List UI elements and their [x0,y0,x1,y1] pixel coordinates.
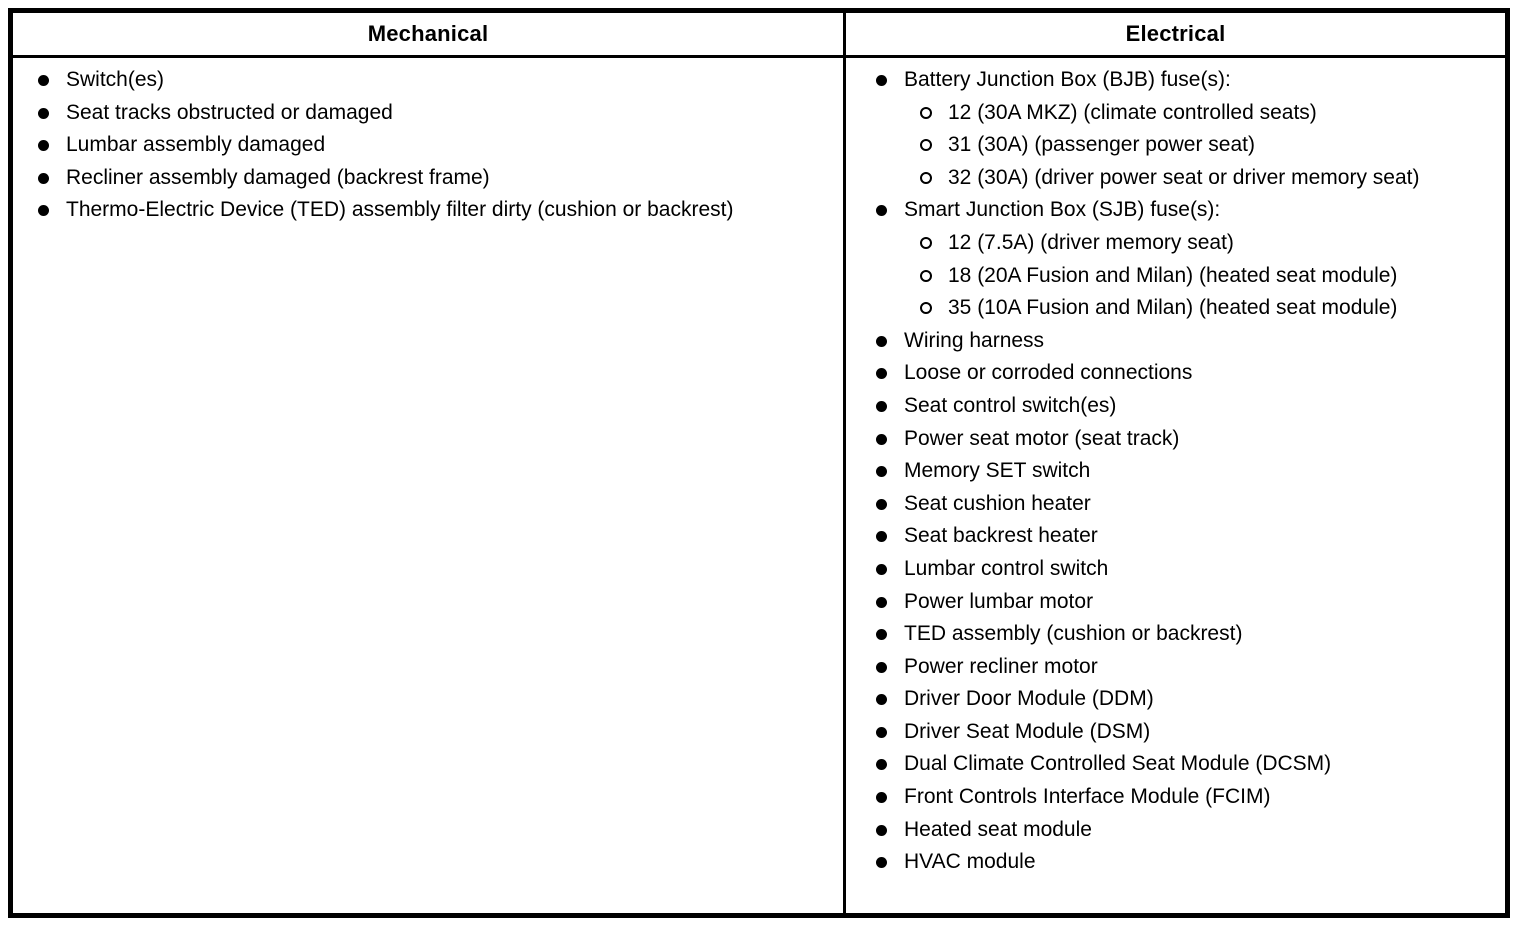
sub-list-item: 18 (20A Fusion and Milan) (heated seat m… [876,260,1489,293]
list-item: Memory SET switch [876,455,1489,488]
column-header-mechanical: Mechanical [13,13,843,58]
diagnostic-causes-table: Mechanical Electrical Switch(es) Seat tra… [8,8,1510,918]
circle-bullet-icon [920,260,948,282]
list-item-text: Front Controls Interface Module (FCIM) [904,785,1271,809]
list-item: Battery Junction Box (BJB) fuse(s): [876,64,1489,97]
list-item-text: Memory SET switch [904,459,1091,483]
list-item-text: Lumbar assembly damaged [66,133,326,157]
list-item: Smart Junction Box (SJB) fuse(s): [876,194,1489,227]
list-item: Thermo-Electric Device (TED) assembly fi… [38,194,788,227]
disc-bullet-icon [38,129,66,152]
disc-bullet-icon [876,194,904,217]
list-item-text: Switch(es) [66,68,165,91]
disc-bullet-icon [876,586,904,608]
disc-bullet-icon [876,64,904,86]
disc-bullet-icon [876,357,904,380]
list-item-text: Seat control switch(es) [904,393,1117,417]
list-item-text: Thermo-Electric Device (TED) assembly fi… [66,198,734,222]
circle-bullet-icon [920,162,948,184]
list-item-text: Smart Junction Box (SJB) fuse(s): [904,198,1221,222]
list-item: Seat tracks obstructed or damaged [38,97,788,130]
list-item-text: Power seat motor (seat track) [904,426,1180,450]
disc-bullet-icon [876,651,904,673]
disc-bullet-icon [876,390,904,412]
disc-bullet-icon [876,455,904,478]
list-item: Loose or corroded connections [876,357,1489,390]
disc-bullet-icon [38,64,66,86]
list-item-text: Dual Climate Controlled Seat Module (DCS… [904,752,1332,776]
list-item: Lumbar control switch [876,553,1489,586]
disc-bullet-icon [38,162,66,184]
disc-bullet-icon [876,618,904,641]
list-item: Switch(es) [38,64,788,97]
disc-bullet-icon [38,194,66,217]
circle-bullet-icon [920,97,948,119]
sub-list-item: 31 (30A) (passenger power seat) [876,129,1489,162]
list-item-text: Driver Door Module (DDM) [904,687,1154,711]
list-item-text: Driver Seat Module (DSM) [904,719,1151,743]
circle-bullet-icon [920,129,948,152]
list-item: TED assembly (cushion or backrest) [876,618,1489,651]
list-item: Power lumbar motor [876,586,1489,619]
list-item: Seat backrest heater [876,520,1489,553]
sub-list-item: 35 (10A Fusion and Milan) (heated seat m… [876,292,1489,325]
list-item-text: HVAC module [904,850,1036,874]
sub-list-item: 32 (30A) (driver power seat or driver me… [876,162,1489,195]
disc-bullet-icon [876,423,904,445]
list-item: Front Controls Interface Module (FCIM) [876,781,1489,814]
list-item: Power seat motor (seat track) [876,423,1489,456]
list-item: Power recliner motor [876,651,1489,684]
list-item: Lumbar assembly damaged [38,129,788,162]
sub-list-item: 12 (7.5A) (driver memory seat) [876,227,1489,260]
column-header-electrical: Electrical [843,13,1505,58]
disc-bullet-icon [876,683,904,706]
list-item-text: Seat backrest heater [904,524,1098,548]
disc-bullet-icon [876,846,904,869]
list-item-text: 12 (7.5A) (driver memory seat) [948,230,1234,254]
list-item-text: TED assembly (cushion or backrest) [904,622,1243,646]
disc-bullet-icon [876,781,904,804]
disc-bullet-icon [876,488,904,510]
list-item-text: Power recliner motor [904,654,1098,678]
list-item: HVAC module [876,846,1489,879]
disc-bullet-icon [876,520,904,543]
list-item: Recliner assembly damaged (backrest fram… [38,162,788,195]
circle-bullet-icon [920,292,948,315]
list-item: Seat control switch(es) [876,390,1489,423]
list-item-text: Recliner assembly damaged (backrest fram… [66,165,490,189]
mechanical-causes-list: Switch(es) Seat tracks obstructed or dama… [13,58,843,913]
list-item: Dual Climate Controlled Seat Module (DCS… [876,748,1489,781]
list-item-text: 32 (30A) (driver power seat or driver me… [948,165,1420,189]
disc-bullet-icon [876,814,904,836]
list-item-text: Wiring harness [904,328,1045,352]
disc-bullet-icon [876,553,904,575]
list-item: Seat cushion heater [876,488,1489,521]
circle-bullet-icon [920,227,948,249]
list-item-text: Power lumbar motor [904,589,1094,613]
list-item: Driver Seat Module (DSM) [876,716,1489,749]
list-item: Driver Door Module (DDM) [876,683,1489,716]
list-item-text: 35 (10A Fusion and Milan) (heated seat m… [948,296,1398,320]
electrical-causes-list: Battery Junction Box (BJB) fuse(s): 12 (3… [843,58,1505,913]
list-item-text: Seat cushion heater [904,491,1091,515]
list-item: Wiring harness [876,325,1489,358]
list-item-text: Loose or corroded connections [904,361,1193,385]
list-item-text: 31 (30A) (passenger power seat) [948,133,1255,157]
disc-bullet-icon [38,97,66,119]
sub-list-item: 12 (30A MKZ) (climate controlled seats) [876,97,1489,130]
disc-bullet-icon [876,716,904,738]
list-item-text: 12 (30A MKZ) (climate controlled seats) [948,100,1317,124]
list-item-text: 18 (20A Fusion and Milan) (heated seat m… [948,263,1398,287]
list-item-text: Seat tracks obstructed or damaged [66,100,393,124]
list-item-text: Battery Junction Box (BJB) fuse(s): [904,68,1231,91]
list-item-text: Lumbar control switch [904,556,1109,580]
disc-bullet-icon [876,325,904,347]
list-item: Heated seat module [876,814,1489,847]
list-item-text: Heated seat module [904,817,1092,841]
disc-bullet-icon [876,748,904,771]
